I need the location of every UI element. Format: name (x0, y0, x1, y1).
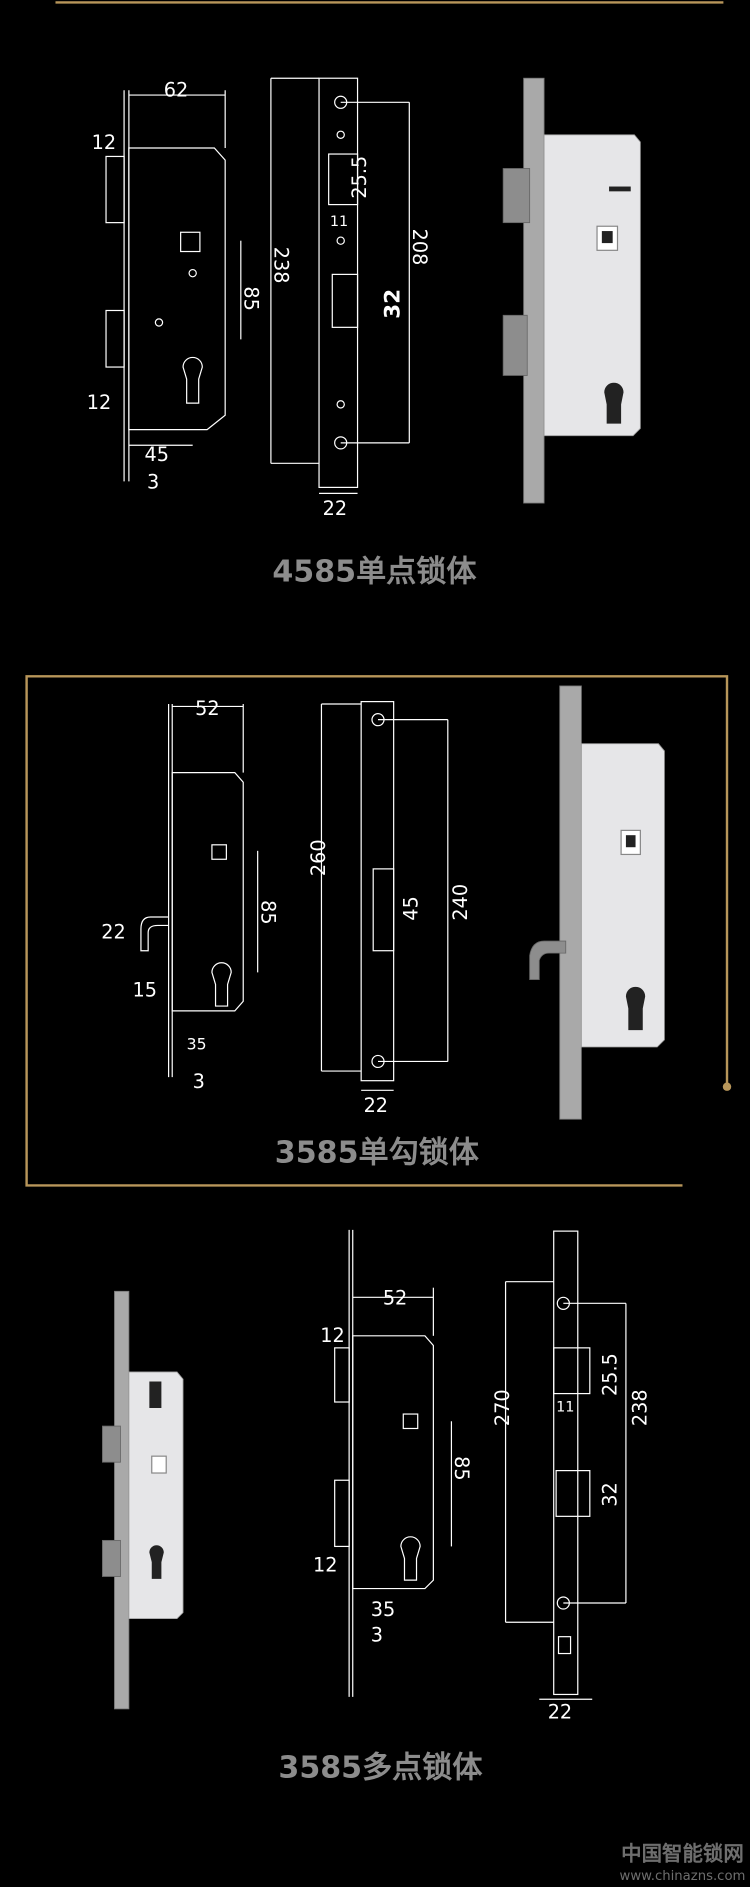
dim-plate-width: 22 (364, 1094, 389, 1117)
dim-total-length: 260 (307, 839, 330, 876)
dim-hook-depth: 15 (133, 978, 158, 1001)
dim-hole-spacing: 238 (628, 1389, 651, 1426)
section-4585-photo (502, 77, 641, 504)
section-3585-multi-side-drawing: 52 12 12 85 35 3 (313, 1229, 473, 1697)
section-3585-hook-side-drawing: 52 22 15 85 35 3 (101, 697, 279, 1093)
section-4585-side-drawing: 62 12 12 85 45 3 (87, 78, 263, 493)
section-3585-multi-photo (101, 1290, 184, 1710)
section-3585-hook-photo (529, 685, 665, 1120)
dim-plate-thickness: 3 (371, 1623, 383, 1646)
section-title: 3585多点锁体 (278, 1750, 483, 1785)
dim-width: 62 (164, 78, 189, 101)
dim-latch-height: 25.5 (348, 156, 371, 199)
dim-backset: 45 (145, 443, 170, 466)
dim-latch-height: 25.5 (598, 1353, 621, 1396)
watermark-name: 中国智能锁网 (621, 1842, 744, 1866)
section-4585-front-drawing: 238 208 25.5 11 32 22 (270, 77, 431, 520)
dim-plate-thickness: 3 (147, 471, 159, 494)
section-3585-hook-front-drawing: 260 240 45 22 (307, 701, 472, 1117)
dim-spindle-cylinder: 85 (239, 286, 262, 311)
watermark-url: www.chinazns.com (620, 1869, 746, 1884)
dim-top-latch: 12 (320, 1324, 345, 1347)
dim-spindle-cylinder: 85 (450, 1456, 473, 1481)
section-title: 3585单勾锁体 (275, 1136, 480, 1171)
dim-top-latch: 12 (92, 131, 117, 154)
dim-plate-width: 22 (548, 1701, 573, 1724)
dim-bolt-height: 32 (598, 1482, 621, 1507)
dim-total-length: 270 (491, 1389, 514, 1426)
dim-latch-width: 11 (556, 1400, 574, 1416)
dim-width: 52 (195, 697, 220, 720)
dim-bolt-height: 32 (381, 289, 406, 319)
dim-bottom-bolt: 12 (87, 391, 112, 414)
dim-hook-slot: 45 (400, 896, 423, 921)
section-title: 4585单点锁体 (272, 554, 477, 589)
dim-plate-width: 22 (323, 497, 348, 520)
dim-bottom-bolt: 12 (313, 1554, 338, 1577)
dim-width: 52 (383, 1287, 408, 1310)
section-3585-multi-front-drawing: 270 238 25.5 11 32 22 (491, 1230, 651, 1724)
gold-frame (25, 675, 732, 1187)
dim-backset: 35 (187, 1034, 207, 1053)
dim-plate-thickness: 3 (193, 1070, 205, 1093)
dim-hole-spacing: 240 (449, 884, 472, 921)
dim-spindle-cylinder: 85 (256, 900, 279, 924)
dim-hole-spacing: 208 (408, 229, 431, 266)
dim-backset: 35 (371, 1598, 396, 1621)
dim-hook-height: 22 (101, 921, 126, 944)
dim-total-length: 238 (270, 247, 293, 284)
dim-latch-width: 11 (330, 214, 348, 230)
